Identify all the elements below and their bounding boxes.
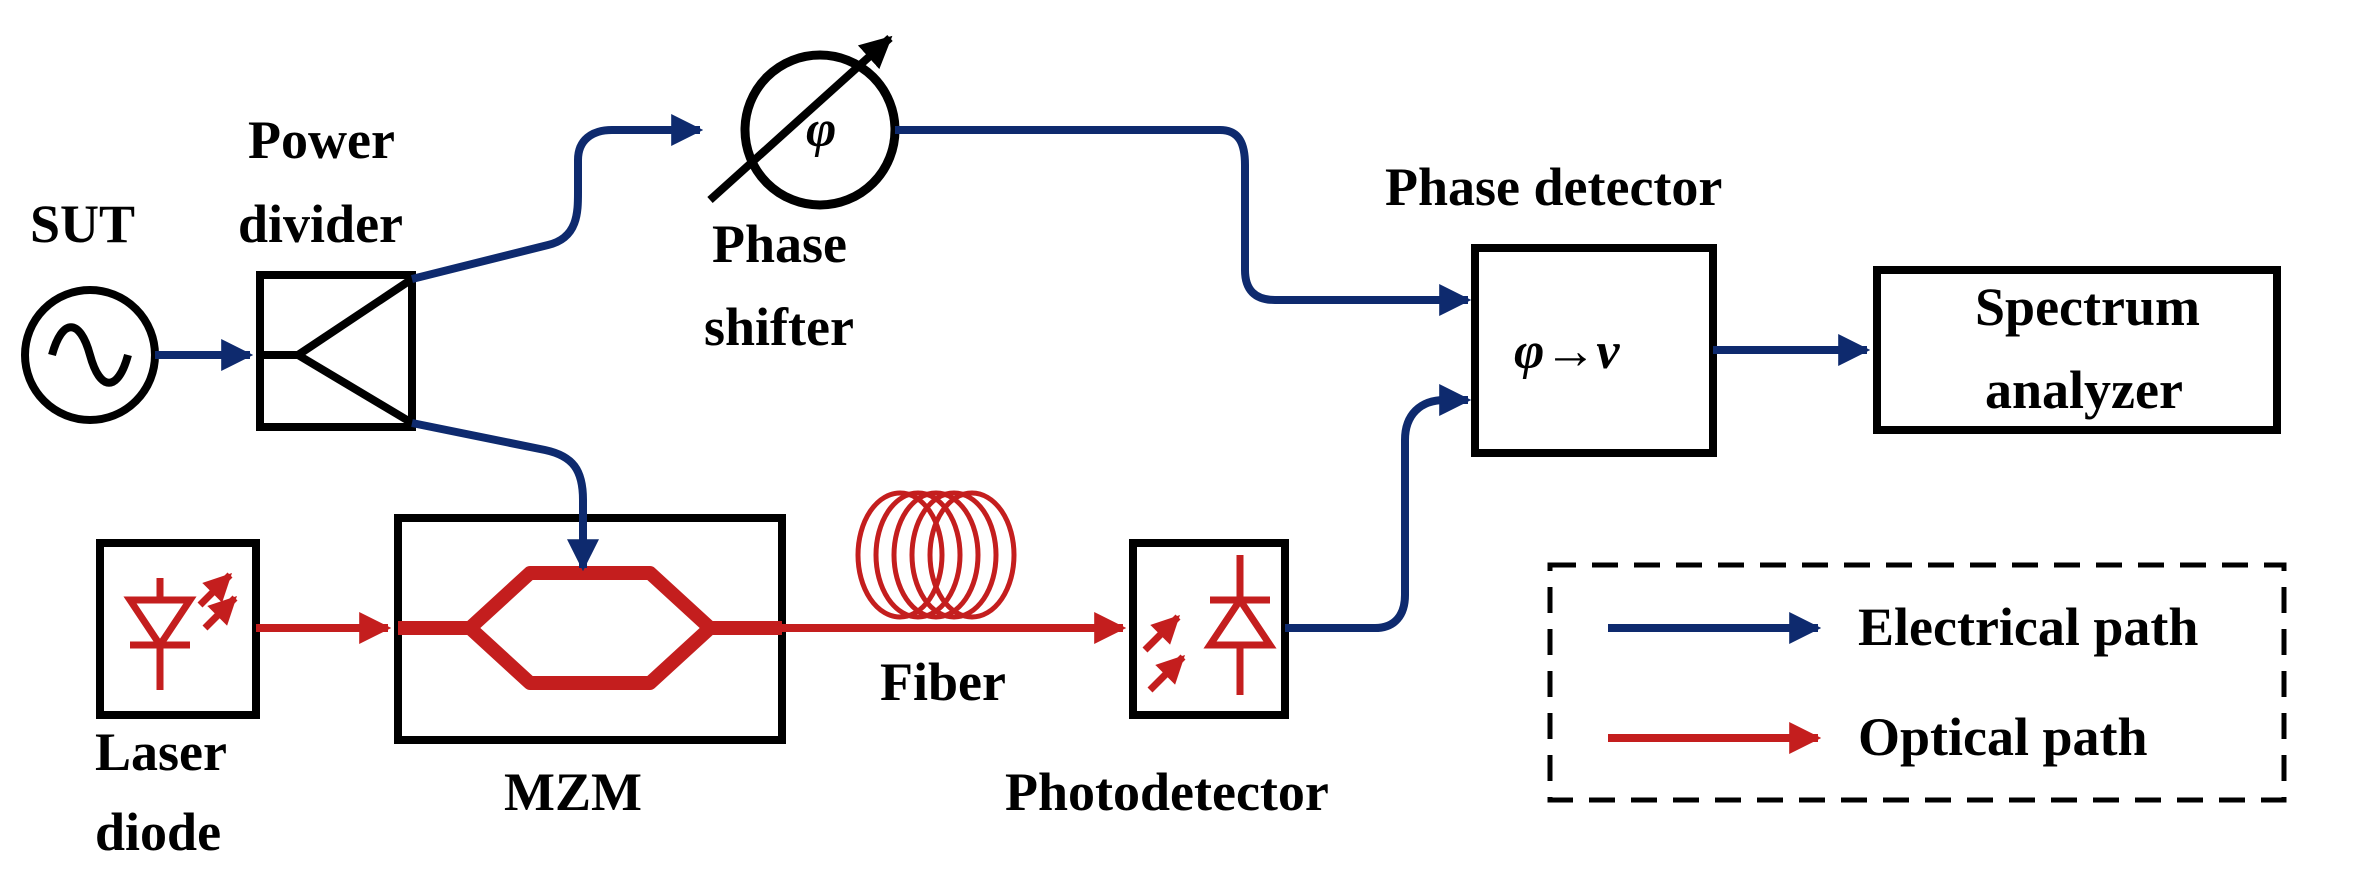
power-divider-label-line1: Power (248, 110, 395, 170)
phase-symbol: φ (806, 101, 836, 158)
fiber-coil-icon (855, 490, 1017, 620)
sut-label: SUT (30, 194, 135, 254)
phase-shifter-label-line2: shifter (704, 297, 854, 357)
spectrum-analyzer-label-line1: Spectrum (1975, 277, 2200, 337)
wire-divider-to-mzm (411, 419, 599, 572)
phase-detector-label: Phase detector (1385, 157, 1722, 217)
signal-source (21, 286, 159, 424)
legend-optical-label: Optical path (1858, 707, 2148, 767)
power-divider (256, 271, 416, 431)
laser-diode-label-line2: diode (95, 802, 221, 862)
photodiode-icon (1142, 555, 1277, 695)
mzm-label: MZM (504, 762, 642, 822)
laser-diode (96, 539, 260, 719)
fiber-label: Fiber (880, 652, 1006, 712)
power-divider-label-line2: divider (238, 194, 403, 254)
electrical-paths (155, 114, 1871, 632)
legend: Electrical path Optical path (1547, 562, 2287, 803)
tuning-arrow-icon (707, 35, 893, 203)
mzm-interferometer (398, 566, 782, 690)
legend-electrical-label: Electrical path (1858, 597, 2198, 657)
wire-photodetector-to-detector (1285, 384, 1472, 632)
legend-border (1547, 562, 2287, 803)
wire-phase-shifter-to-detector (895, 126, 1472, 316)
sine-wave-icon (48, 323, 132, 387)
spectrum-analyzer-box (1873, 266, 2281, 434)
mzm-modulator (394, 514, 786, 744)
laser-diode-icon (123, 572, 238, 690)
wire-divider-to-phase-shifter (411, 114, 704, 283)
phase-shifter (707, 35, 900, 210)
laser-diode-label-line1: Laser (95, 722, 227, 782)
phase-shifter-label-line1: Phase (712, 214, 847, 274)
spectrum-analyzer-label-line2: analyzer (1985, 360, 2183, 420)
photodetector-label: Photodetector (1005, 762, 1329, 822)
photodetector (1129, 539, 1289, 719)
phase-detector-symbol: φ→v (1514, 323, 1620, 380)
